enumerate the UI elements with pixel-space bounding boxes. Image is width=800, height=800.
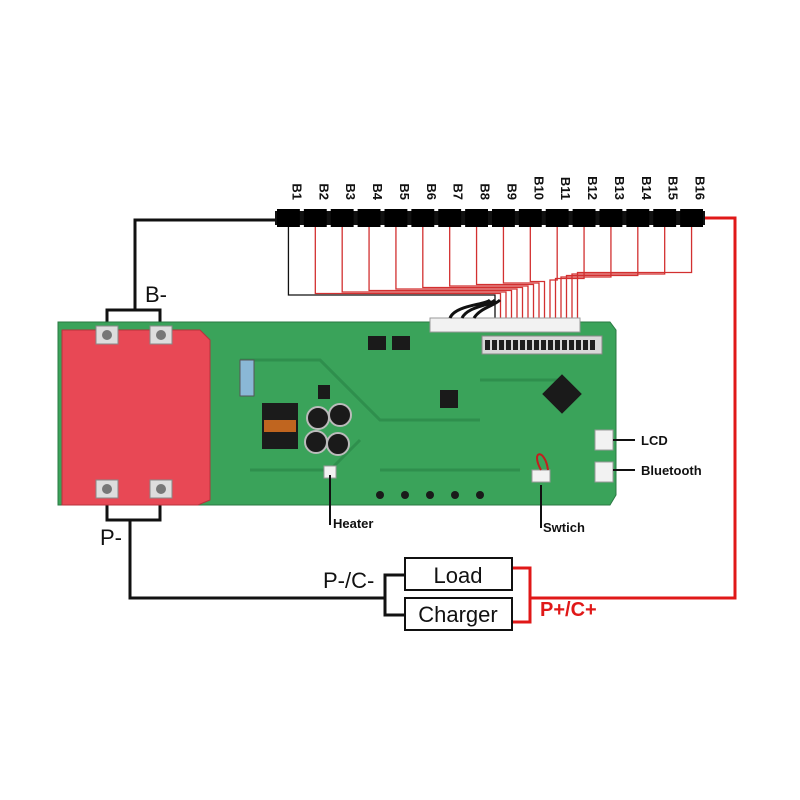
cell-tap-b8 <box>465 209 488 227</box>
cell-tap-b13 <box>599 209 623 227</box>
positive-wire <box>512 216 737 624</box>
b-minus-label: B- <box>145 282 167 307</box>
bluetooth-label: Bluetooth <box>641 463 702 478</box>
sense-wire-b15 <box>571 226 666 318</box>
load-label: Load <box>434 563 483 588</box>
cell-tap-b9 <box>492 209 515 227</box>
sense-wire-b3 <box>341 226 507 318</box>
cell-tap-b3 <box>330 209 354 227</box>
cell-tap-b6 <box>411 209 435 227</box>
load-box <box>404 557 513 591</box>
mosfet <box>583 340 588 350</box>
cell-label-b8: B8 <box>478 183 493 200</box>
cell-tap-b7 <box>438 209 462 227</box>
cell-label-b14: B14 <box>639 176 654 201</box>
sense-wire-b10 <box>529 226 546 318</box>
cell-label-b2: B2 <box>316 183 331 200</box>
ic-1 <box>368 336 386 350</box>
charger-box <box>404 597 513 631</box>
lcd-label: LCD <box>641 433 668 448</box>
b-minus-wire <box>133 218 280 310</box>
heatsink <box>61 325 211 506</box>
cell-tap-b14 <box>626 209 650 227</box>
resistor <box>239 359 255 397</box>
cell-tap-b11 <box>545 209 569 227</box>
mosfet <box>590 340 595 350</box>
sense-wire-b16 <box>576 226 693 318</box>
mosfet <box>534 340 539 350</box>
cell-tap-b15 <box>653 209 677 227</box>
cell-label-b16: B16 <box>693 176 708 200</box>
mosfet <box>520 340 525 350</box>
mosfet <box>527 340 532 350</box>
cell-label-b1: B1 <box>289 183 304 200</box>
sense-wire-b12 <box>554 226 585 318</box>
cell-tap-b5 <box>384 209 408 227</box>
p-minus-wire <box>128 520 405 617</box>
mosfet <box>562 340 567 350</box>
sense-wire-b6 <box>422 226 524 318</box>
cell-label-b12: B12 <box>585 176 600 200</box>
sense-wire-b2 <box>314 226 502 318</box>
mosfet <box>485 340 490 350</box>
ic-2 <box>392 336 410 350</box>
cell-label-b7: B7 <box>451 183 466 200</box>
lcd-connector <box>594 429 614 451</box>
sense-wire-b13 <box>560 226 612 318</box>
cell-label-b13: B13 <box>612 176 627 200</box>
cell-tap-b12 <box>572 209 596 227</box>
cell-tap-b1 <box>277 209 300 227</box>
pc-minus-label: P-/C- <box>323 568 374 593</box>
cell-bar-base <box>275 211 705 225</box>
cell-tap-b4 <box>357 209 381 227</box>
sense-wire-b7 <box>449 226 529 318</box>
sense-wire-b5 <box>395 226 518 318</box>
switch-connector <box>531 469 551 483</box>
ic-4 <box>318 385 330 399</box>
mosfet <box>548 340 553 350</box>
sense-wire-b4 <box>368 226 513 318</box>
mosfet <box>541 340 546 350</box>
cell-label-b5: B5 <box>397 183 412 200</box>
mosfet <box>499 340 504 350</box>
cell-label-b6: B6 <box>424 183 439 200</box>
mosfet <box>506 340 511 350</box>
cell-tap-b2 <box>303 209 327 227</box>
cell-label-b11: B11 <box>558 177 573 200</box>
cell-tap-b16 <box>680 209 703 227</box>
heater-label: Heater <box>333 516 373 531</box>
p-minus-label: P- <box>100 525 122 550</box>
cell-tap-b10 <box>518 209 542 227</box>
sense-wires <box>287 226 693 318</box>
cell-labels: B1 B2 B3 B4 B5 B6 B7 B8 B9 B10 B11 B12 B13 B14 B15 B16 <box>289 176 707 201</box>
switch-label: Swtich <box>543 520 585 535</box>
mosfet <box>492 340 497 350</box>
balance-connector <box>429 317 581 333</box>
mosfet <box>555 340 560 350</box>
sense-wire-b11 <box>549 226 558 318</box>
cell-label-b9: B9 <box>504 183 519 200</box>
cell-label-b15: B15 <box>666 176 681 200</box>
bluetooth-connector <box>594 461 614 483</box>
mosfet-row <box>485 340 595 350</box>
ic-3 <box>440 390 458 408</box>
sense-wire-b9 <box>502 226 540 318</box>
sense-wire-b8 <box>475 226 535 318</box>
capacitors <box>304 403 352 456</box>
pc-plus-label: P+/C+ <box>540 599 597 621</box>
mosfet <box>576 340 581 350</box>
mosfet <box>513 340 518 350</box>
cell-label-b10: B10 <box>531 176 546 200</box>
charger-label: Charger <box>418 602 497 627</box>
cell-connector-bar <box>275 209 705 227</box>
sense-wire-b14 <box>565 226 639 318</box>
main-ic <box>542 374 582 414</box>
cell-label-b4: B4 <box>370 183 385 200</box>
cell-label-b3: B3 <box>343 183 358 200</box>
sense-wire-b1 <box>287 226 496 318</box>
mosfet <box>569 340 574 350</box>
